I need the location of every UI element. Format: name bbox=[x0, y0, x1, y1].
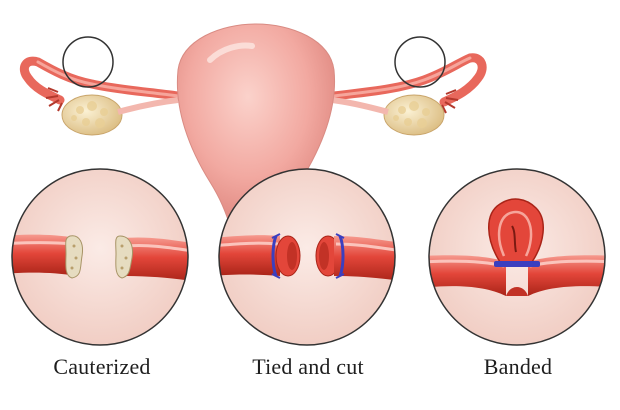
tube-segment-left bbox=[12, 234, 83, 279]
tube-segment-left bbox=[219, 233, 301, 279]
inset-banded bbox=[428, 168, 606, 346]
inset-cauterized bbox=[11, 168, 189, 346]
uterus-anatomy bbox=[19, 23, 487, 233]
inset-tied-and-cut bbox=[218, 168, 396, 346]
ligature-right bbox=[338, 235, 345, 277]
left-fimbriae bbox=[45, 87, 63, 112]
cauterized-end-right bbox=[115, 235, 133, 279]
ligature-left bbox=[271, 235, 278, 277]
caption-banded: Banded bbox=[483, 354, 553, 379]
caption-tied-and-cut: Tied and cut bbox=[252, 354, 364, 379]
tube-loop bbox=[429, 198, 605, 296]
right-fimbriae bbox=[441, 89, 459, 114]
left-ovary bbox=[61, 94, 123, 136]
tube-segment-right bbox=[115, 235, 188, 282]
left-tube-highlight-circle bbox=[62, 36, 114, 88]
right-ovary bbox=[383, 94, 445, 136]
tube-segment-right bbox=[315, 233, 395, 282]
knuckle-loop bbox=[488, 198, 544, 263]
right-tube-highlight-circle bbox=[394, 36, 446, 88]
cauterized-end-left bbox=[65, 235, 83, 279]
ring-band bbox=[494, 261, 540, 267]
caption-cauterized: Cauterized bbox=[53, 354, 151, 379]
